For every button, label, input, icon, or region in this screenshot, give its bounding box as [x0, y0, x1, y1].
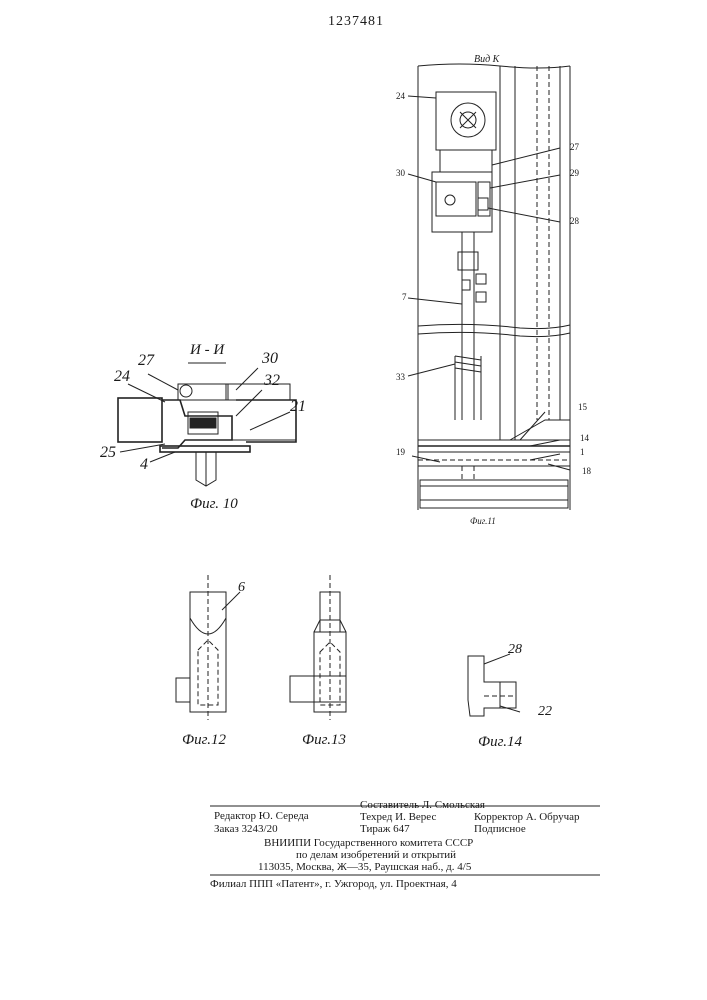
fig11-callout-28: 28 [570, 216, 579, 226]
patent-number: 1237481 [328, 14, 384, 30]
fig11-callout-19: 19 [396, 447, 405, 457]
imprint-subscription: Подписное [474, 823, 526, 836]
fig12-caption: Фиг.12 [182, 732, 226, 749]
fig11-callout-30: 30 [396, 168, 405, 178]
fig11-callout-29: 29 [570, 168, 579, 178]
fig11-callout-18: 18 [582, 466, 591, 476]
fig14-callout-22: 22 [538, 704, 552, 720]
fig10-callout-24: 24 [114, 368, 130, 386]
fig11-callout-24: 24 [396, 91, 405, 101]
fig11-caption: Фиг.11 [470, 516, 496, 526]
fig10-callout-30: 30 [262, 350, 278, 368]
fig11-callout-15: 15 [578, 402, 587, 412]
fig11-callout-33: 33 [396, 372, 405, 382]
fig11-view-label: Вид К [474, 54, 499, 65]
imprint-circulation: Тираж 647 [360, 823, 410, 836]
fig14-caption: Фиг.14 [478, 734, 522, 751]
imprint-order: Заказ 3243/20 [214, 823, 278, 836]
fig11-callout-14: 14 [580, 433, 589, 443]
fig10-callout-21: 21 [290, 398, 306, 416]
fig12-drawing [176, 575, 240, 720]
fig11-callout-27: 27 [570, 142, 579, 152]
fig10-callout-4: 4 [140, 456, 148, 474]
fig10-section-label: И - И [190, 342, 224, 359]
fig14-drawing [468, 654, 520, 716]
fig10-callout-27: 27 [138, 352, 154, 370]
fig11-callout-1: 1 [580, 447, 585, 457]
fig12-callout-6: 6 [238, 580, 245, 596]
fig10-caption: Фиг. 10 [190, 496, 238, 513]
fig11-drawing [408, 64, 570, 510]
fig10-callout-32: 32 [264, 372, 280, 390]
fig14-callout-28: 28 [508, 642, 522, 658]
imprint-editor: Редактор Ю. Середа [214, 810, 309, 823]
fig13-caption: Фиг.13 [302, 732, 346, 749]
imprint-address: 113035, Москва, Ж—35, Раушская наб., д. … [258, 861, 471, 874]
fig11-callout-7: 7 [402, 292, 407, 302]
imprint-branch: Филиал ППП «Патент», г. Ужгород, ул. Про… [210, 878, 457, 891]
fig13-drawing [290, 575, 346, 720]
fig10-callout-25: 25 [100, 444, 116, 462]
